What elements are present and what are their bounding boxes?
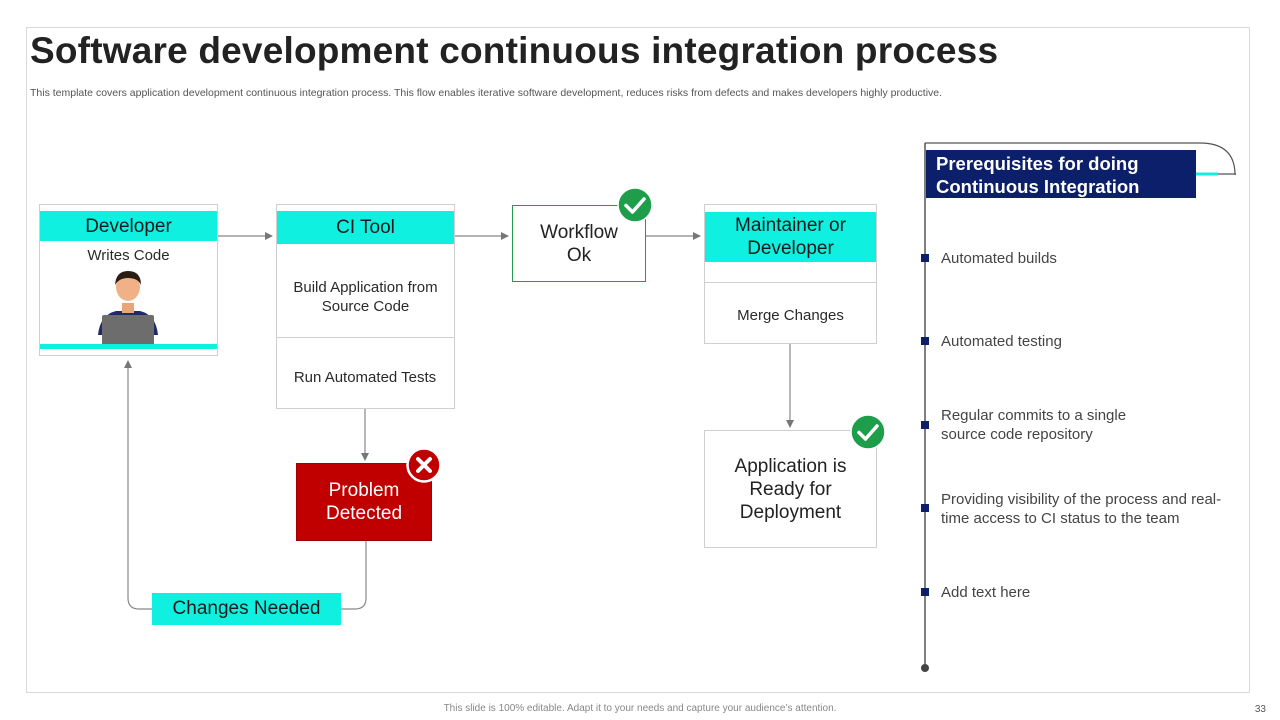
ci-tool-build-step: Build Application from Source Code: [293, 279, 438, 315]
changes-needed-box: Changes Needed: [152, 593, 341, 625]
developer-accent-bar: [40, 344, 217, 349]
ci-tool-test-step: Run Automated Tests: [293, 368, 437, 386]
page-number: 33: [1254, 704, 1266, 715]
slide-subtitle: This template covers application develop…: [30, 87, 943, 99]
workflow-ok-label: Workflow Ok: [540, 221, 618, 266]
check-circle-icon: [617, 187, 653, 223]
slide-frame: [26, 27, 1250, 693]
developer-caption: Writes Code: [87, 246, 170, 264]
ci-tool-header: CI Tool: [277, 211, 454, 244]
ci-tool-divider: [277, 337, 454, 338]
prerequisite-item: Regular commits to a single source code …: [941, 407, 1127, 443]
bullet-marker: [921, 504, 929, 512]
deployment-ready-box: Application is Ready for Deployment: [704, 430, 877, 548]
check-circle-icon: [850, 414, 886, 450]
prerequisite-item: Automated testing: [941, 333, 1062, 350]
prerequisites-title: Prerequisites for doing Continuous Integ…: [926, 150, 1196, 198]
problem-detected-box: Problem Detected: [296, 463, 432, 541]
developer-header: Developer: [40, 211, 217, 241]
bullet-marker: [921, 254, 929, 262]
bullet-marker: [921, 421, 929, 429]
maintainer-merge-step: Merge Changes: [737, 306, 844, 324]
changes-needed-label: Changes Needed: [172, 598, 321, 619]
problem-detected-label: Problem Detected: [325, 480, 403, 524]
bullet-marker: [921, 337, 929, 345]
prerequisite-item: Providing visibility of the process and …: [941, 491, 1222, 527]
slide-footer: This slide is 100% editable. Adapt it to…: [443, 703, 837, 714]
bullet-marker: [921, 588, 929, 596]
x-circle-icon: [406, 447, 442, 483]
deployment-ready-label: Application is Ready for Deployment: [734, 455, 847, 523]
developer-laptop-icon: [92, 265, 164, 345]
prerequisite-item: Add text here: [941, 584, 1031, 601]
maintainer-divider: [705, 282, 876, 283]
slide-title: Software development continuous integrat…: [30, 30, 999, 71]
prerequisite-item: Automated builds: [941, 250, 1057, 267]
maintainer-header: Maintainer or Developer: [705, 212, 876, 262]
